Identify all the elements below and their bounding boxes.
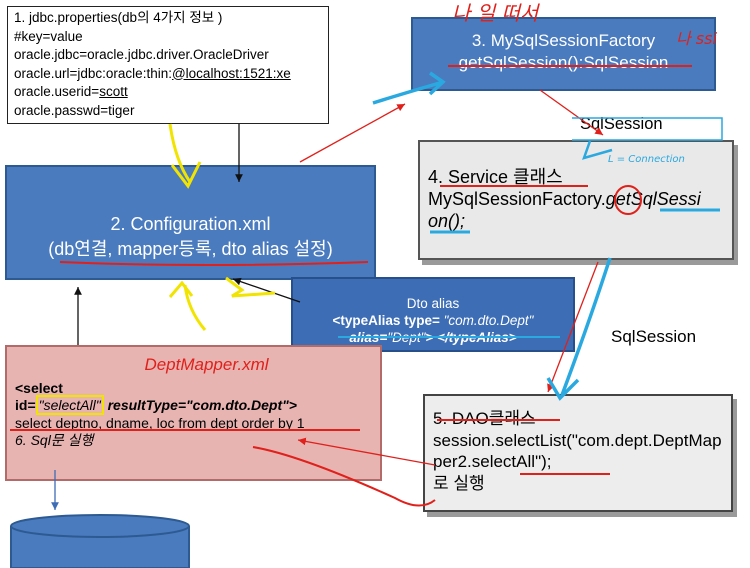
props-oracle-userid: oracle.userid=scott <box>14 84 128 99</box>
service-title: 4. Service 클래스 <box>428 167 563 187</box>
props-userid-value: scott <box>99 84 128 99</box>
mapper-sql-run: 6. Sql문 실행 <box>15 432 94 448</box>
service-call: MySqlSessionFactory.getSqlSessi <box>428 189 701 209</box>
props-oracle-url: oracle.url=jdbc:oracle:thin:@localhost:1… <box>14 65 291 81</box>
props-oracle-passwd: oracle.passwd=tiger <box>14 102 135 118</box>
props-url-host: @localhost:1521:xe <box>171 65 291 81</box>
mapper-title: DeptMapper.xml <box>144 355 269 374</box>
factory-method: getSqlSession():SqlSession <box>458 53 669 72</box>
mapper-select-open: <select <box>15 379 63 396</box>
dept-mapper-box: DeptMapper.xml <select id="selectAll" re… <box>5 345 382 481</box>
alias-title: Dto alias <box>406 296 460 311</box>
mapper-select-attrs: id="selectAll" resultType="com.dto.Dept"… <box>15 395 297 415</box>
config-desc: (db연결, mapper등록, dto alias 설정) <box>48 239 333 259</box>
props-title: 1. jdbc.properties(db의 4가지 정보 ) <box>14 10 223 25</box>
factory-title: 3. MySqlSessionFactory <box>471 31 656 50</box>
dao-run: 로 실행 <box>433 473 485 493</box>
service-method: getSqlSessi <box>605 189 701 209</box>
sqlsession-label-top: SqlSession <box>580 115 663 133</box>
props-key-value: #key=value <box>14 28 83 44</box>
arrow-alias-to-config <box>232 277 301 303</box>
dao-class-box: 5. DAO클래스 session.selectList("com.dept.D… <box>423 394 733 512</box>
dao-call: session.selectList("com.dept.DeptMapper2… <box>433 430 722 472</box>
mapper-select-id: "selectAll" <box>35 395 104 415</box>
mapper-sql: select deptno, dname, loc from dept orde… <box>15 414 305 431</box>
config-title: 2. Configuration.xml <box>110 214 271 234</box>
sqlsession-label-right: SqlSession <box>611 327 697 346</box>
alias-line3: alias="Dept"> </typeAlias> <box>349 330 517 345</box>
dto-alias-box: Dto alias <typeAlias type= "com.dto.Dept… <box>291 277 575 352</box>
service-call-end: on(); <box>428 211 466 231</box>
alias-line2: <typeAlias type= "com.dto.Dept" <box>332 313 534 328</box>
props-oracle-jdbc: oracle.jdbc=oracle.jdbc.driver.OracleDri… <box>14 47 269 62</box>
configuration-xml-box: 2. Configuration.xml (db연결, mapper등록, dt… <box>5 165 376 280</box>
service-class-box: 4. Service 클래스 MySqlSessionFactory.getSq… <box>418 140 734 260</box>
session-factory-box: 3. MySqlSessionFactory getSqlSession():S… <box>411 17 716 91</box>
jdbc-properties-box: 1. jdbc.properties(db의 4가지 정보 ) #key=val… <box>7 6 329 124</box>
dao-select-all: selectAll <box>471 452 536 471</box>
database-cylinder-icon <box>10 514 190 568</box>
dao-title: 5. DAO클래스 <box>433 409 536 428</box>
